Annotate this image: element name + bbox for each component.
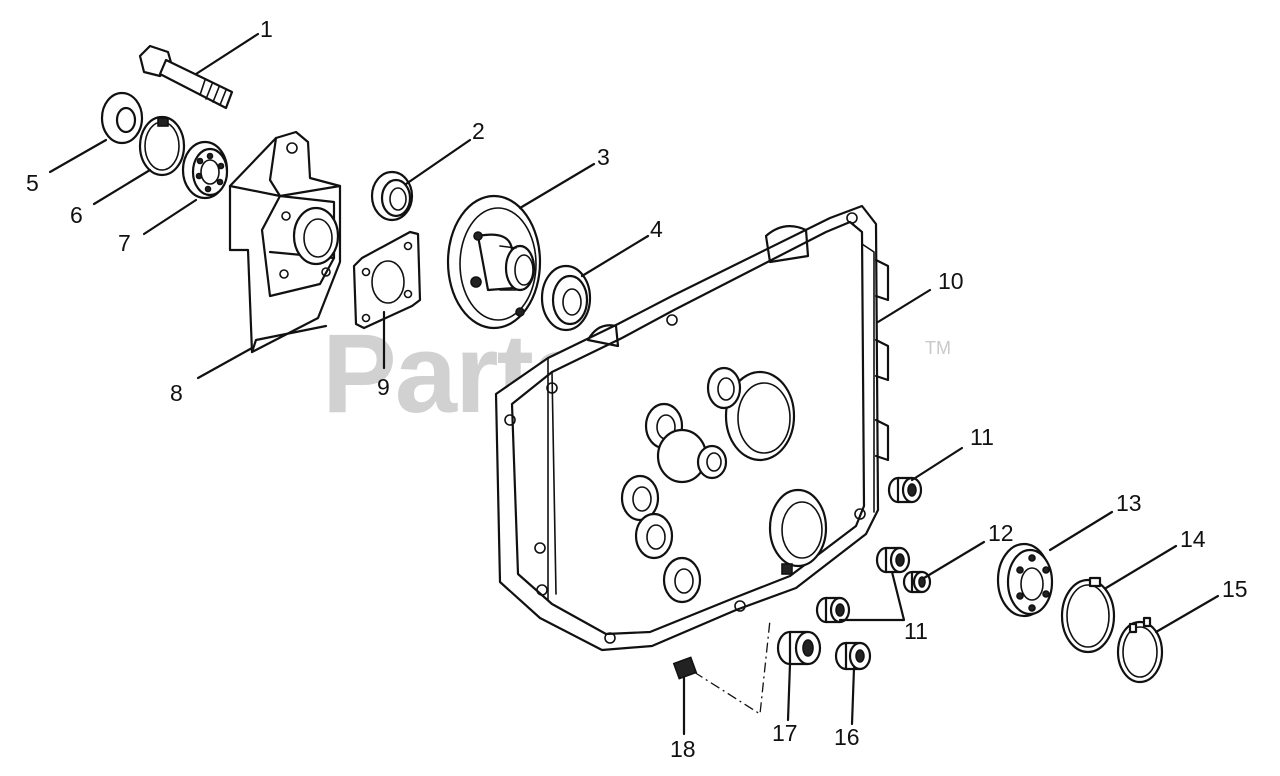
part-18-plug[interactable] [672, 656, 698, 680]
callout-2[interactable]: 2 [472, 118, 485, 144]
leader-lines [48, 32, 1220, 736]
callout-14[interactable]: 14 [1180, 526, 1206, 552]
part-17-bushing[interactable] [776, 630, 822, 666]
part-7-bearing[interactable] [181, 140, 229, 200]
part-11-bearing-lower[interactable] [815, 546, 911, 624]
callout-8[interactable]: 8 [170, 380, 183, 406]
callout-10[interactable]: 10 [938, 268, 964, 294]
part-16-bushing[interactable] [834, 641, 872, 671]
part-8-housing[interactable] [228, 130, 342, 354]
part-10-crankcase-cover[interactable] [494, 204, 890, 652]
part-12-bushing[interactable] [902, 570, 932, 594]
watermark-trademark: TM [925, 338, 951, 358]
part-15-snap-ring[interactable] [1116, 616, 1164, 684]
callout-17[interactable]: 17 [772, 720, 798, 746]
part-14-retaining-ring[interactable] [1060, 576, 1116, 654]
callout-11-upper[interactable]: 11 [970, 424, 994, 450]
callout-3[interactable]: 3 [597, 144, 610, 170]
callout-15[interactable]: 15 [1222, 576, 1248, 602]
callout-7[interactable]: 7 [118, 230, 131, 256]
callout-16[interactable]: 16 [834, 724, 860, 750]
callout-18[interactable]: 18 [670, 736, 696, 762]
part-11-bearing-upper[interactable] [887, 476, 923, 504]
callout-11-lower[interactable]: 11 [904, 618, 928, 644]
part-3-flange-shaft[interactable] [446, 194, 542, 330]
part-9-gasket[interactable] [352, 230, 422, 330]
part-5-washer[interactable] [100, 91, 144, 145]
callout-5[interactable]: 5 [26, 170, 39, 196]
callout-6[interactable]: 6 [70, 202, 83, 228]
part-13-ball-bearing[interactable] [996, 542, 1054, 618]
callout-12[interactable]: 12 [988, 520, 1014, 546]
part-2-seal[interactable] [370, 170, 414, 222]
callout-1[interactable]: 1 [260, 16, 273, 42]
callout-9[interactable]: 9 [377, 374, 390, 400]
callout-13[interactable]: 13 [1116, 490, 1142, 516]
part-6-snap-ring[interactable] [138, 115, 186, 177]
part-4-seal[interactable] [540, 264, 592, 332]
callout-4[interactable]: 4 [650, 216, 663, 242]
part-1-bolt[interactable] [138, 44, 234, 110]
